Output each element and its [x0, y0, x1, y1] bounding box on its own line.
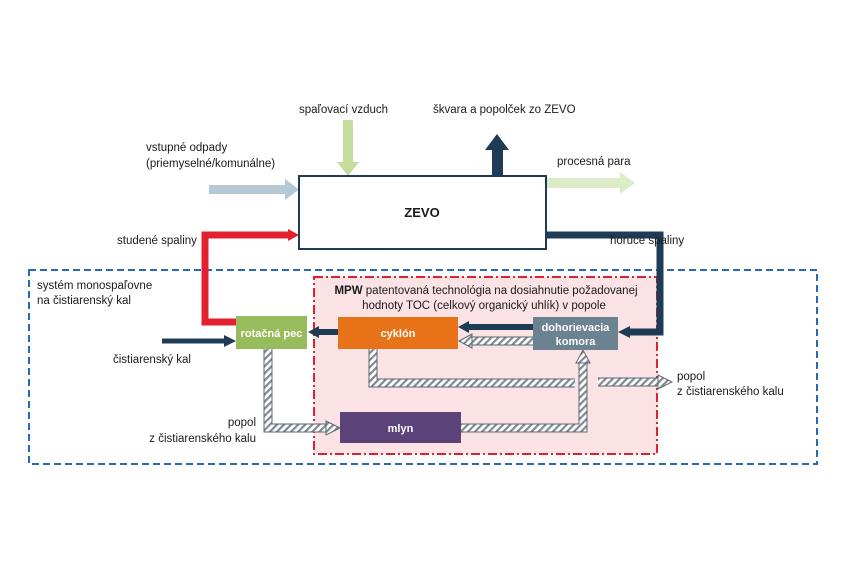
ash-arrow-to-afterburner: [575, 348, 591, 364]
rotary-kiln-label: rotačná pec: [241, 328, 303, 340]
input-waste-label-1: vstupné odpady: [146, 142, 227, 154]
afterburner-box: [533, 317, 618, 350]
ash-right-label-1: popol: [677, 371, 705, 383]
sludge-label: čistiarenský kal: [113, 354, 191, 366]
system-label-2: na čistiarenský kal: [37, 295, 131, 307]
hot-flue-gas-label: horúce spaliny: [610, 235, 684, 247]
slag-ash-label: škvara a popolček zo ZEVO: [433, 104, 576, 116]
afterburner-label-2: komora: [556, 336, 597, 348]
ash-left-label-2: z čistiarenského kalu: [149, 433, 256, 445]
process-steam-label: procesná para: [557, 156, 631, 168]
mpw-text-1: patentovaná technológia na dosiahnutie p…: [363, 285, 638, 297]
system-frame: [28, 269, 818, 465]
zevo-box: [298, 175, 547, 250]
zevo-label: ZEVO: [404, 205, 439, 220]
afterburner-label-1: dohorievacia: [542, 322, 611, 334]
cold-flue-gas-line: [201, 231, 290, 326]
ash-left-label-1: popol: [228, 417, 256, 429]
slag-ash-arrow: [492, 148, 503, 176]
rotary-kiln-box: [236, 316, 307, 349]
combustion-air-arrow: [343, 120, 353, 165]
ash-arrow-to-cyclone: [457, 333, 473, 349]
cold-flue-gas-label: studené spaliny: [117, 235, 197, 247]
system-label-1: systém monospaľovne: [37, 280, 152, 292]
ash-right-label-2: z čistiarenského kalu: [677, 386, 784, 398]
hot-flue-gas-line: [546, 231, 664, 336]
ash-arrow-output: [657, 374, 674, 390]
combustion-air-label: spaľovací vzduch: [299, 104, 388, 116]
mpw-brand: MPW: [334, 285, 362, 297]
cyclone-label: cyklón: [381, 328, 416, 340]
input-waste-label-2: (priemyselné/komunálne): [146, 158, 275, 170]
mill-box: [340, 412, 461, 443]
mpw-description-line-1: MPW patentovaná technológia na dosiahnut…: [334, 285, 637, 297]
mpw-description-line-2: hodnoty TOC (celkový organický uhlík) v …: [362, 300, 606, 312]
input-waste-arrow: [209, 185, 287, 194]
cyclone-box: [338, 317, 458, 349]
process-steam-arrow: [546, 178, 622, 188]
ash-arrow-to-mill: [325, 420, 342, 436]
mill-label: mlyn: [388, 423, 414, 435]
